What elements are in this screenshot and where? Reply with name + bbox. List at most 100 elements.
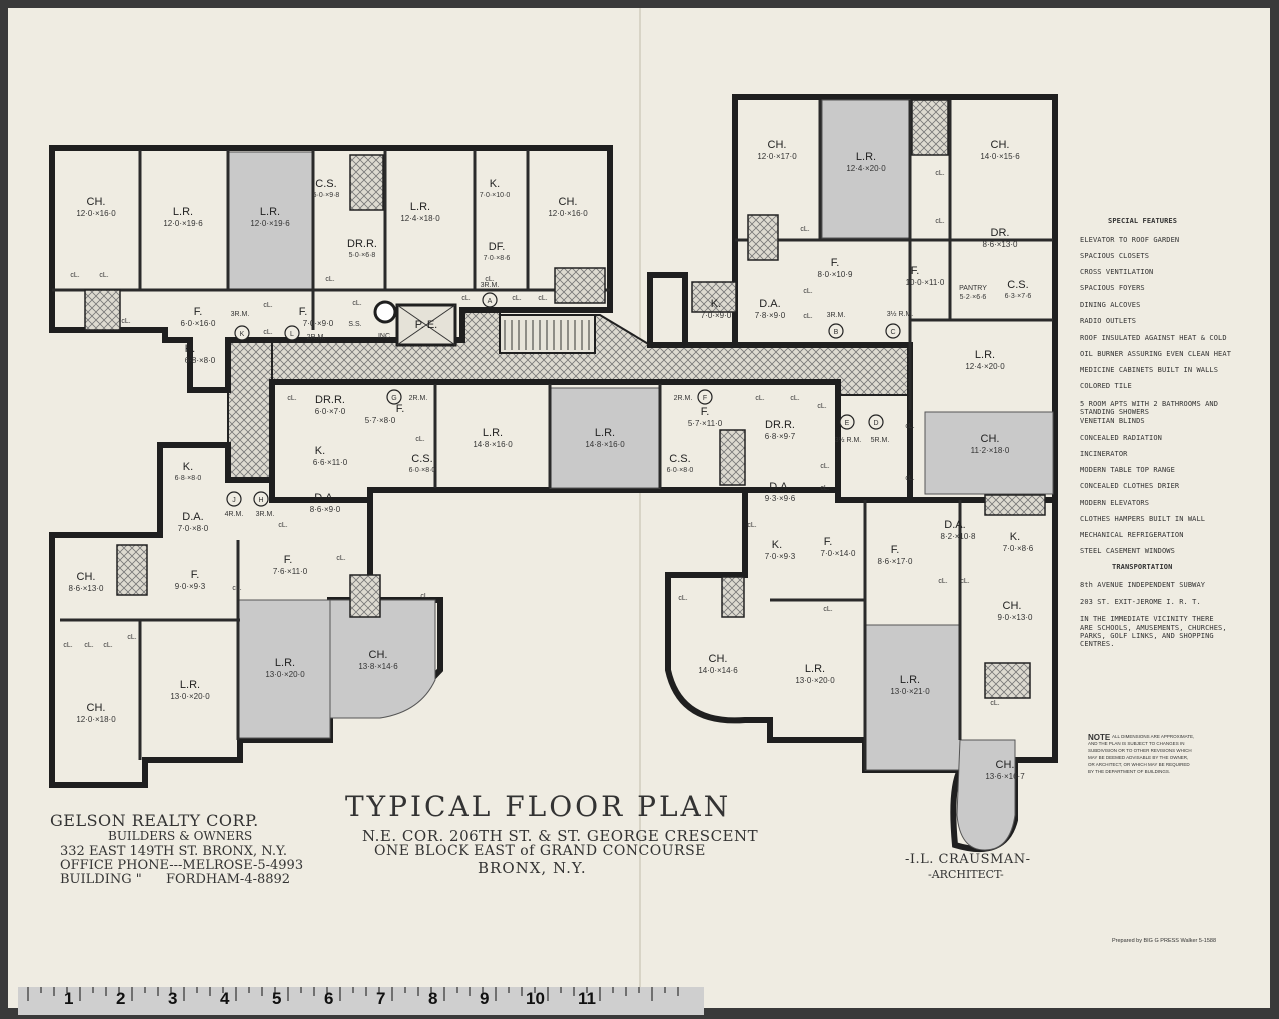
room-label: L.R. (180, 679, 200, 691)
room-label: L.R. (173, 206, 193, 218)
room-label: K. (1010, 531, 1020, 543)
apt-letter: L (290, 331, 294, 338)
room-dim: 7·0·×14·0 (821, 549, 856, 558)
room-dim: 6·3·×7·6 (1005, 293, 1032, 300)
office-phone: OFFICE PHONE---MELROSE-5-4993 (60, 858, 304, 873)
closet-labels: cL. cL. cL. cL. cL. cL. cL. cL. cL. cL. … (63, 170, 999, 707)
room-dim: 13·8·×14·6 (358, 662, 398, 671)
apt-rooms: 5R.M. (871, 437, 890, 444)
room-dim: 6·0·×8·0 (667, 467, 694, 474)
feature-item: CONCEALED CLOTHES DRIER (1080, 482, 1180, 490)
room-dim: 9·0·×13·0 (998, 613, 1033, 622)
room-dim: 6·0·×7·0 (315, 407, 346, 416)
room-dim: 7·6·×11·0 (273, 567, 308, 576)
closet-label: cL. (420, 593, 429, 600)
room-label: CH. (559, 196, 578, 208)
room-dim: 12·0·×18·0 (76, 715, 116, 724)
room-dim: 5·0·×6·8 (349, 252, 376, 259)
room-shade-ch-e (924, 411, 1054, 495)
apt-rooms: 3R.M. (827, 312, 846, 319)
room-dim: 12·4·×20·0 (965, 362, 1005, 371)
ruler-number: 2 (116, 989, 126, 1008)
closet-label: cL. (755, 395, 764, 402)
feature-item: VENETIAN BLINDS (1080, 417, 1145, 425)
printer-credit: Prepared by BIG G PRESS Walker 5-1588 (1112, 938, 1217, 944)
room-label: D.A. (759, 298, 780, 310)
builder-address: 332 EAST 149TH ST. BRONX, N.Y. (60, 844, 288, 859)
bathrooms (84, 99, 1046, 699)
closet-label: cL. (352, 300, 361, 307)
closet-label: cL. (287, 395, 296, 402)
room-dim: 7·0·×9·0 (701, 311, 732, 320)
closet-label: cL. (325, 276, 334, 283)
closet-label: cL. (63, 642, 72, 649)
room-label: L.R. (900, 674, 920, 686)
room-label: L.R. (483, 427, 503, 439)
closet-label: cL. (747, 522, 756, 529)
incinerator-circle (373, 300, 397, 324)
room-dim: 9·3·×9·6 (765, 494, 796, 503)
room-shade-lr-ne (821, 99, 911, 239)
room-dim: 12·0·×17·0 (757, 152, 797, 161)
apt-letter: D (873, 420, 878, 427)
ruler-number: 5 (272, 989, 282, 1008)
room-shade-lr-sw2 (237, 599, 331, 739)
room-dim: 6·8·×8·0 (175, 475, 202, 482)
note-label: NOTE (1088, 733, 1111, 742)
ruler-number: 1 (64, 989, 74, 1008)
transport-item: CENTRES. (1080, 640, 1115, 648)
room-dim: 8·6·×9·0 (310, 505, 341, 514)
room-label: K. (772, 539, 782, 551)
room-dim: 12·0·×16·0 (76, 209, 116, 218)
room-dim: 7·0·×8·6 (484, 255, 511, 262)
room-dim: 14·8·×16·0 (473, 440, 513, 449)
closet-label: cL. (336, 555, 345, 562)
note-line: MAY BE DEEMED ADVISABLE BY THE OWNER, (1088, 755, 1189, 760)
room-dim: 12·4·×18·0 (400, 214, 440, 223)
special-features-heading: SPECIAL FEATURES (1108, 217, 1178, 225)
apt-letter: B (834, 329, 839, 336)
room-label: K. (185, 343, 195, 355)
room-label: L.R. (595, 427, 615, 439)
apt-rooms: 3R.M. (481, 282, 500, 289)
apt-letter: F (703, 395, 707, 402)
room-label: CH. (87, 196, 106, 208)
ruler-number: 4 (220, 989, 230, 1008)
room-label: K. (183, 461, 193, 473)
apartment-markers (226, 292, 901, 507)
room-label: F. (284, 554, 293, 566)
room-label: DR. (991, 227, 1010, 239)
room-dim: 6·0·×8·0 (409, 467, 436, 474)
room-label: L.R. (275, 657, 295, 669)
scale-ruler: 1 2 3 4 5 6 7 8 9 10 11 (18, 987, 704, 1015)
room-dim: 5·7·×8·0 (365, 416, 396, 425)
closet-label: cL. (960, 578, 969, 585)
feature-item: STEEL CASEMENT WINDOWS (1080, 547, 1175, 555)
apartment-marker-letters: A 3R.M. B 3R.M. C 3½ R.M. D 5R.M. E 3½ R… (225, 282, 914, 518)
ruler-number: 8 (428, 989, 438, 1008)
closet-label: cL. (935, 170, 944, 177)
architect-role: -ARCHITECT- (928, 868, 1004, 881)
room-label: L.R. (975, 349, 995, 361)
room-label: K. (315, 445, 325, 457)
closet-label: cL. (800, 226, 809, 233)
room-dim: 9·0·×9·3 (175, 582, 206, 591)
room-dim: 5·2·×6·6 (960, 294, 987, 301)
room-dim: 13·6·×16·7 (985, 772, 1025, 781)
feature-item: CROSS VENTILATION (1080, 268, 1154, 276)
room-label: F. (824, 536, 833, 548)
room-dim: 7·8·×9·0 (755, 311, 786, 320)
feature-item: DINING ALCOVES (1080, 301, 1141, 309)
room-label: CH. (996, 759, 1015, 771)
closet-label: cL. (678, 595, 687, 602)
room-label: DR.R. (347, 238, 377, 250)
address-line-3: BRONX, N.Y. (478, 859, 587, 877)
closet-label: cL. (817, 403, 826, 410)
room-dim: 5·7·×11·0 (688, 419, 723, 428)
apt-rooms: 2R.M. (409, 395, 428, 402)
room-dim: 7·0·×10·0 (480, 192, 511, 199)
main-stair (499, 314, 596, 354)
room-label: C.S. (411, 453, 432, 465)
transport-item: 203 ST. EXIT-JEROME I. R. T. (1080, 598, 1201, 606)
